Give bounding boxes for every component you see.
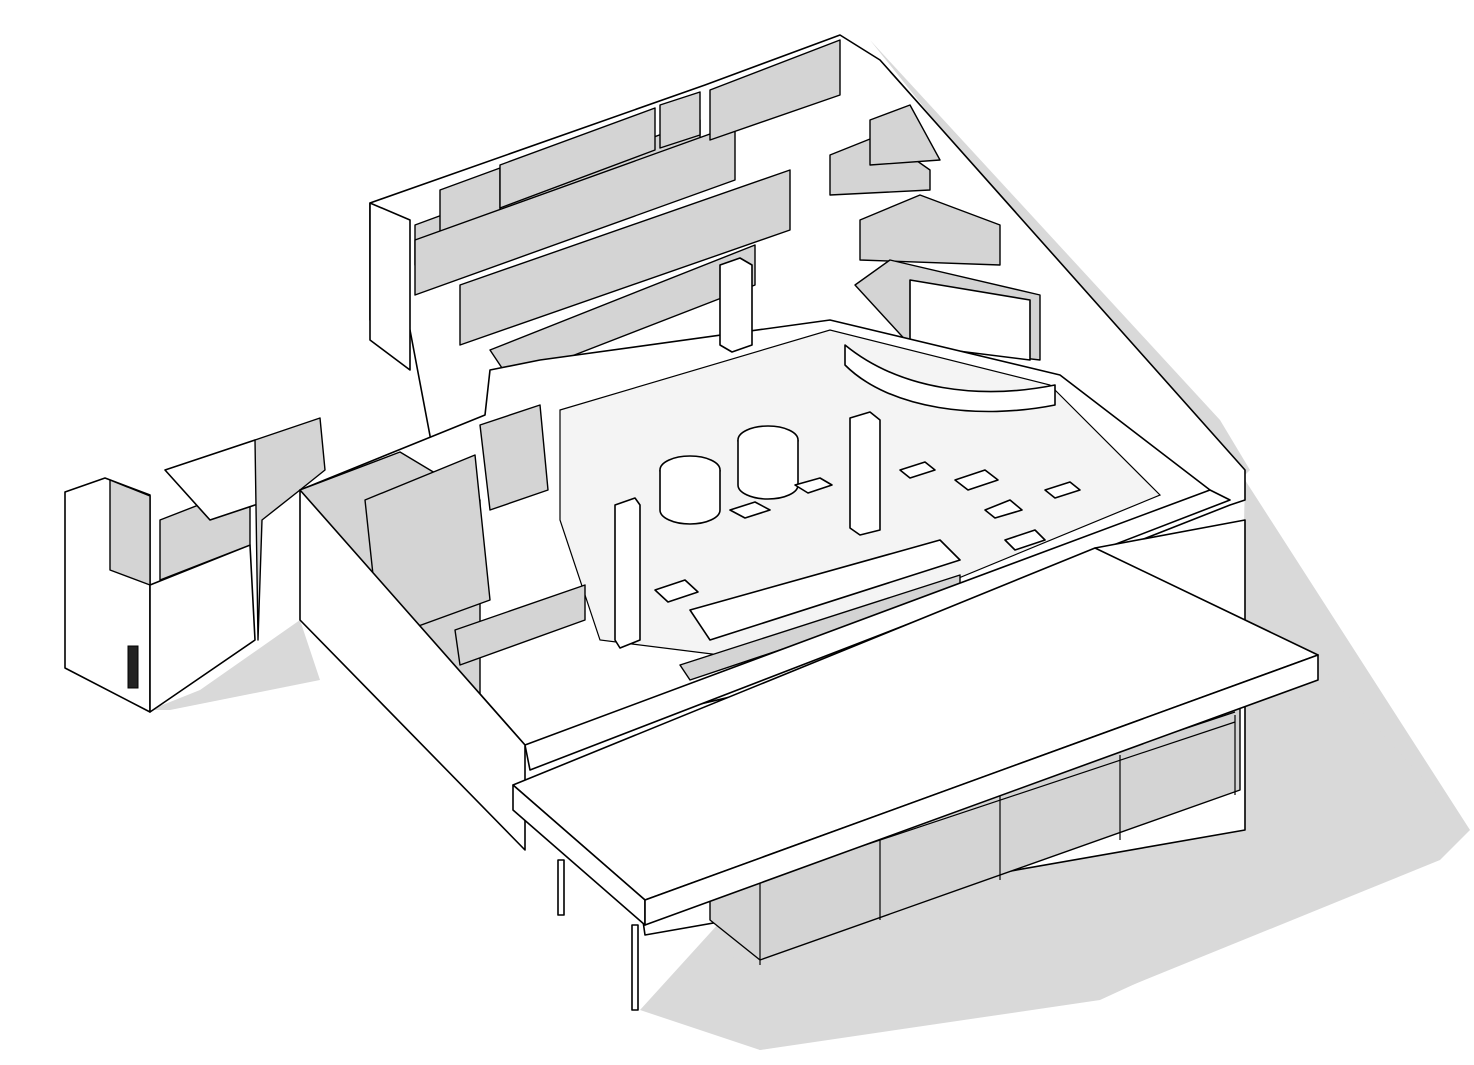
door-icon <box>127 645 139 689</box>
curved-bar <box>844 344 1056 413</box>
tables-and-chairs <box>654 461 1081 603</box>
brewing-tanks <box>659 425 799 525</box>
canopy-post <box>557 859 565 916</box>
main-floor <box>299 257 1231 851</box>
canopy-storefront <box>512 519 1319 1011</box>
left-annex <box>64 417 326 713</box>
canopy-post <box>631 924 639 1011</box>
